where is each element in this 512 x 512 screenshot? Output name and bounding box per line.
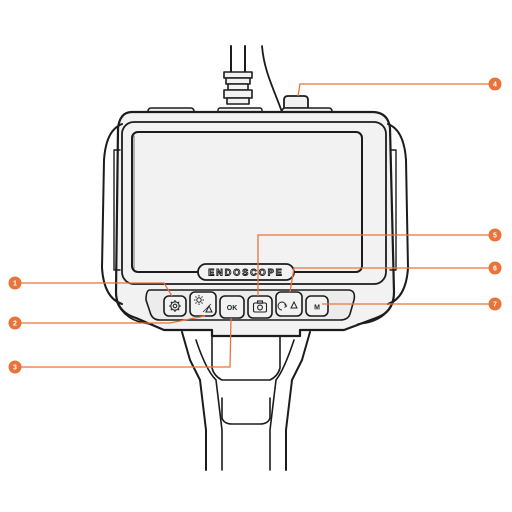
display-screen bbox=[131, 131, 363, 273]
leader-line-1 bbox=[21, 282, 173, 297]
callout-lines bbox=[21, 83, 489, 368]
callout-badge-2: 2 bbox=[8, 316, 22, 330]
leader-line-2 bbox=[21, 315, 206, 324]
callout-number: 6 bbox=[493, 266, 497, 273]
rotate-button[interactable] bbox=[275, 291, 303, 317]
sun-icon bbox=[194, 295, 204, 305]
callout-badge-4: 4 bbox=[488, 77, 502, 91]
callout-badge-1: 1 bbox=[8, 276, 22, 290]
top-port bbox=[283, 95, 309, 109]
grip-handle bbox=[181, 331, 311, 471]
callout-badge-7: 7 bbox=[488, 297, 502, 311]
cable bbox=[223, 45, 283, 113]
leader-line-3 bbox=[21, 317, 232, 368]
callout-badge-5: 5 bbox=[488, 228, 502, 242]
camera-icon bbox=[252, 300, 268, 313]
ok-button-label: OK bbox=[227, 305, 238, 312]
callout-number: 3 bbox=[13, 365, 17, 372]
leader-line-5 bbox=[257, 234, 489, 296]
leader-line-4 bbox=[297, 83, 489, 97]
settings-button[interactable] bbox=[163, 295, 187, 317]
callout-number: 7 bbox=[493, 302, 497, 309]
gear-icon bbox=[169, 300, 181, 312]
endoscope-device bbox=[101, 45, 409, 471]
mode-button-label: M bbox=[314, 305, 320, 312]
mode-button[interactable]: M bbox=[305, 295, 329, 317]
brand-label: ENDOSCOPE bbox=[208, 268, 284, 278]
triangle-up-icon bbox=[205, 304, 213, 313]
ok-button[interactable]: OK bbox=[219, 295, 245, 319]
callout-badge-6: 6 bbox=[488, 261, 502, 275]
callout-badge-3: 3 bbox=[8, 360, 22, 374]
camera-button[interactable] bbox=[247, 295, 273, 319]
callout-number: 4 bbox=[493, 82, 497, 89]
rotate-icon bbox=[277, 300, 298, 311]
callout-number: 5 bbox=[493, 233, 497, 240]
brand-plate bbox=[197, 263, 295, 281]
callout-number: 1 bbox=[13, 281, 17, 288]
callout-number: 2 bbox=[13, 321, 17, 328]
brightness-led-button[interactable] bbox=[189, 291, 217, 317]
leader-line-6 bbox=[289, 267, 489, 293]
